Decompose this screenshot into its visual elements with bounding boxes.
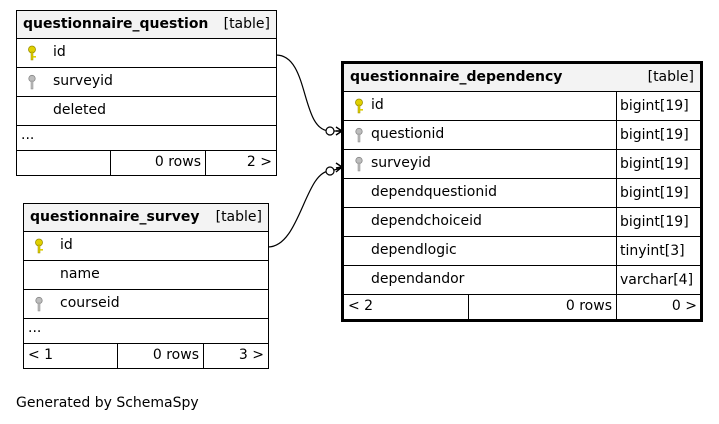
edge-question-optional-marker	[325, 126, 335, 136]
column-name: dependandor	[371, 271, 465, 287]
foreign-key-icon	[28, 74, 36, 90]
table-name[interactable]: questionnaire_survey	[30, 209, 200, 225]
table-type: [table]	[215, 209, 262, 225]
column-type: bigint[19]	[616, 92, 701, 120]
column-row[interactable]: surveyid	[17, 68, 276, 97]
generated-by-label: Generated by SchemaSpy	[16, 395, 199, 411]
table-header[interactable]: questionnaire_survey [table]	[24, 204, 268, 232]
column-name: id	[60, 237, 73, 253]
foreign-key-icon	[355, 127, 363, 143]
column-name: dependlogic	[371, 242, 457, 258]
column-name: name	[60, 266, 100, 282]
column-type: tinyint[3]	[616, 237, 701, 265]
primary-key-icon	[28, 45, 36, 61]
parents-count	[17, 151, 110, 175]
edge-survey-to-dependency	[267, 167, 343, 248]
column-name: surveyid	[371, 155, 431, 171]
row-count: 0 rows	[117, 344, 203, 368]
parents-count[interactable]: < 1	[28, 347, 54, 363]
column-type: varchar[4]	[616, 266, 701, 294]
table-footer: < 1 0 rows 3 >	[24, 344, 268, 368]
foreign-key-icon	[355, 156, 363, 172]
row-count: 0 rows	[110, 151, 205, 175]
foreign-key-icon	[35, 296, 43, 312]
column-name: id	[53, 44, 66, 60]
table-header[interactable]: questionnaire_dependency [table]	[344, 64, 700, 92]
column-name: questionid	[371, 126, 445, 142]
column-name: dependquestionid	[371, 184, 498, 200]
column-row[interactable]: questionid bigint[19]	[344, 121, 700, 150]
column-row[interactable]: courseid	[24, 290, 268, 319]
column-row[interactable]: dependchoiceid bigint[19]	[344, 208, 700, 237]
table-type: [table]	[647, 69, 694, 85]
column-type: bigint[19]	[616, 179, 701, 207]
table-questionnaire-question[interactable]: questionnaire_question [table] id survey…	[16, 10, 277, 176]
more-columns-ellipsis: ...	[24, 319, 268, 344]
column-row[interactable]: dependandor varchar[4]	[344, 266, 700, 295]
column-name: id	[371, 97, 384, 113]
table-header[interactable]: questionnaire_question [table]	[17, 11, 276, 39]
column-type: bigint[19]	[616, 121, 701, 149]
children-count[interactable]: 3 >	[203, 344, 268, 368]
table-type: [table]	[223, 16, 270, 32]
edge-question-to-dependency	[275, 54, 342, 132]
column-row[interactable]: deleted	[17, 97, 276, 126]
parents-count[interactable]: < 2	[348, 298, 374, 314]
column-type: bigint[19]	[616, 208, 701, 236]
more-columns-ellipsis: ...	[17, 126, 276, 151]
edge-survey-optional-marker	[325, 166, 335, 176]
table-footer: < 2 0 rows 0 >	[344, 295, 700, 319]
primary-key-icon	[355, 98, 363, 114]
column-row[interactable]: name	[24, 261, 268, 290]
column-name: courseid	[60, 295, 120, 311]
table-name[interactable]: questionnaire_dependency	[350, 69, 563, 85]
table-questionnaire-dependency[interactable]: questionnaire_dependency [table] id bigi…	[341, 61, 703, 322]
column-row[interactable]: id	[24, 232, 268, 261]
table-footer: 0 rows 2 >	[17, 151, 276, 175]
row-count: 0 rows	[468, 295, 616, 319]
column-row[interactable]: dependlogic tinyint[3]	[344, 237, 700, 266]
column-name: dependchoiceid	[371, 213, 482, 229]
table-name[interactable]: questionnaire_question	[23, 16, 209, 32]
table-questionnaire-survey[interactable]: questionnaire_survey [table] id name cou…	[23, 203, 269, 369]
column-type: bigint[19]	[616, 150, 701, 178]
column-row[interactable]: id bigint[19]	[344, 92, 700, 121]
children-count[interactable]: 0 >	[616, 295, 701, 319]
column-row[interactable]: surveyid bigint[19]	[344, 150, 700, 179]
column-name: surveyid	[53, 73, 113, 89]
column-row[interactable]: dependquestionid bigint[19]	[344, 179, 700, 208]
column-name: deleted	[53, 102, 106, 118]
primary-key-icon	[35, 238, 43, 254]
children-count[interactable]: 2 >	[205, 151, 276, 175]
column-row[interactable]: id	[17, 39, 276, 68]
